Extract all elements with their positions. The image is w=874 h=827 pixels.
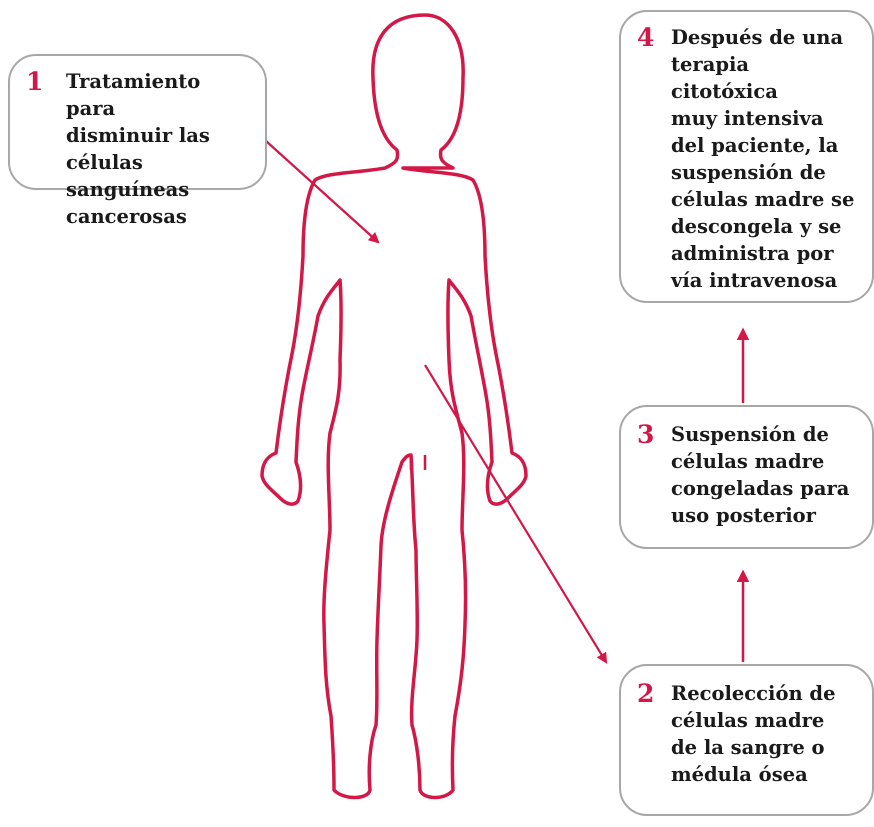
body-inner-contour <box>409 455 427 470</box>
step-number: 3 <box>637 420 655 449</box>
human-body-outline <box>260 13 528 800</box>
step-number: 4 <box>637 23 655 52</box>
step-box-1: 1 Tratamiento para disminuir las células… <box>8 54 267 228</box>
step-box-3: 3 Suspensión de células madre congeladas… <box>619 405 874 549</box>
step-box-2: 2 Recolección de células madre de la san… <box>619 664 874 816</box>
arrow-treatment-to-body <box>265 140 380 244</box>
step-text: Recolección de células madre de la sangr… <box>671 682 836 786</box>
step-number: 2 <box>637 679 655 708</box>
step-text: Después de una terapia citotóxica muy in… <box>671 26 855 292</box>
arrow-body-to-collection <box>424 364 608 664</box>
step-text: Suspensión de células madre congeladas p… <box>671 423 850 527</box>
step-box-4: 4 Después de una terapia citotóxica muy … <box>619 10 874 303</box>
step-text: Tratamiento para disminuir las células s… <box>66 70 210 228</box>
step-number: 1 <box>26 67 44 96</box>
